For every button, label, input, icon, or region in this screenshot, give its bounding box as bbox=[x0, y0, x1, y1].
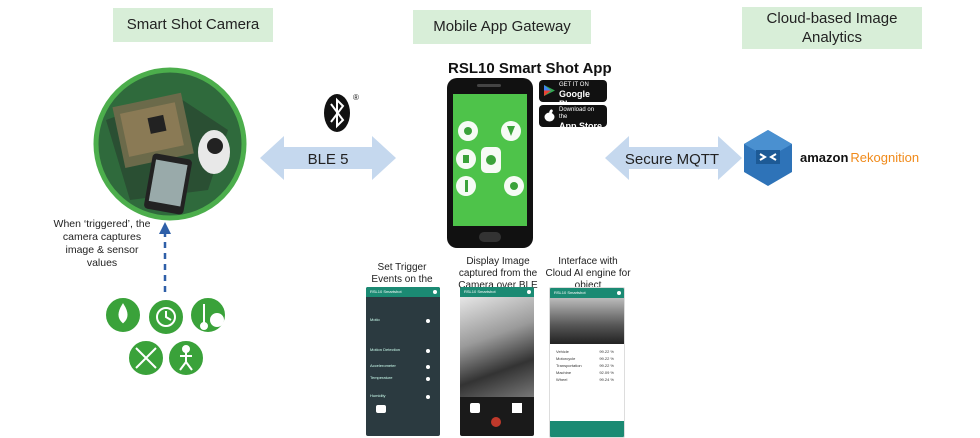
google-play-icon bbox=[544, 85, 555, 96]
camera-photo-circle bbox=[93, 67, 247, 221]
toggle[interactable] bbox=[426, 377, 430, 381]
motion-icon bbox=[167, 339, 205, 377]
result-pct: 92.09 % bbox=[599, 370, 614, 375]
screenshot-captured-image: RSL10 Smartshot bbox=[460, 287, 534, 436]
camera-icon[interactable] bbox=[376, 405, 386, 413]
screenshot-triggers: RSL10 Smartshot Motio Motion Detection A… bbox=[366, 287, 440, 436]
app-bar-title: RSL10 Smartshot bbox=[554, 290, 586, 295]
result-row: Machine 92.09 % bbox=[550, 369, 624, 376]
result-label: Motorcycle bbox=[556, 356, 576, 361]
google-play-big: Google Play bbox=[559, 89, 590, 109]
trigger-label: Accelerometer bbox=[370, 363, 396, 368]
qr-button[interactable] bbox=[512, 403, 522, 413]
caption-display: Display Image captured from the Camera o… bbox=[458, 256, 538, 291]
google-play-small: GET IT ON bbox=[559, 82, 589, 88]
app-store-badge[interactable]: Download on the App Store bbox=[539, 105, 607, 131]
capture-button[interactable] bbox=[491, 417, 501, 427]
trigger-label: Temperature bbox=[370, 375, 393, 380]
trigger-label: Motio bbox=[370, 317, 380, 322]
app-bar-title: RSL10 Smartshot bbox=[464, 289, 496, 294]
header-camera: Smart Shot Camera bbox=[113, 8, 273, 42]
photo-button[interactable] bbox=[470, 403, 480, 413]
screenshot-cloud-results: RSL10 Smartshot Vehicle 99.22 % Motorcycl… bbox=[549, 287, 625, 438]
toggle[interactable] bbox=[426, 319, 430, 323]
result-row: Transportation 99.22 % bbox=[550, 362, 624, 369]
app-store-small: Download on the bbox=[559, 107, 595, 120]
phone-illustration bbox=[447, 78, 533, 248]
trigger-row[interactable]: Accelerometer bbox=[370, 363, 436, 377]
app-bar: RSL10 Smartshot bbox=[460, 287, 534, 297]
apple-icon bbox=[544, 109, 555, 122]
google-play-badge[interactable]: GET IT ON Google Play bbox=[539, 80, 607, 109]
result-label: Transportation bbox=[556, 363, 582, 368]
app-bar-title: RSL10 Smartshot bbox=[370, 289, 402, 294]
captured-photo bbox=[460, 297, 534, 397]
registered-mark: ® bbox=[353, 93, 359, 102]
rekognition-text: Rekognition bbox=[850, 150, 920, 165]
trigger-row[interactable]: Humidity bbox=[370, 393, 436, 407]
trigger-row[interactable]: Motio bbox=[370, 317, 436, 331]
trigger-dashed-arrow bbox=[159, 222, 171, 292]
result-row: Motorcycle 99.22 % bbox=[550, 355, 624, 362]
accelerometer-icon bbox=[127, 339, 165, 377]
ble-label: BLE 5 bbox=[308, 151, 349, 168]
settings-icon bbox=[617, 291, 621, 295]
result-pct: 99.24 % bbox=[599, 377, 614, 382]
settings-icon bbox=[433, 290, 437, 294]
result-row: Vehicle 99.22 % bbox=[550, 348, 624, 355]
app-store-big: App Store bbox=[559, 121, 603, 131]
toggle[interactable] bbox=[426, 365, 430, 369]
app-bar: RSL10 Smartshot bbox=[366, 287, 440, 297]
header-gateway: Mobile App Gateway bbox=[413, 10, 591, 44]
clock-icon bbox=[147, 298, 185, 336]
ble-arrow bbox=[260, 136, 396, 180]
result-pct: 99.22 % bbox=[599, 356, 614, 361]
humidity-icon bbox=[104, 296, 142, 334]
result-label: Vehicle bbox=[556, 349, 569, 354]
mqtt-arrow bbox=[605, 136, 742, 180]
trigger-label: Motion Detection bbox=[370, 347, 401, 352]
result-label: Wheel bbox=[556, 377, 568, 382]
amazon-text: amazon bbox=[800, 150, 849, 165]
result-pct: 99.22 % bbox=[599, 363, 614, 368]
temperature-icon bbox=[189, 296, 227, 334]
header-cloud: Cloud-based Image Analytics bbox=[742, 7, 922, 49]
trigger-row[interactable]: Temperature bbox=[370, 375, 436, 389]
result-pct: 99.22 % bbox=[599, 349, 614, 354]
result-label: Machine bbox=[556, 370, 572, 375]
toggle[interactable] bbox=[426, 349, 430, 353]
mqtt-label: Secure MQTT bbox=[625, 151, 719, 168]
toggle[interactable] bbox=[426, 395, 430, 399]
camera-trigger-note: When ‘triggered’, the camera captures im… bbox=[53, 218, 151, 269]
app-bar: RSL10 Smartshot bbox=[550, 288, 624, 298]
trigger-label: Humidity bbox=[370, 393, 386, 398]
bottom-bar bbox=[550, 421, 624, 437]
amazon-rekognition-icon bbox=[744, 130, 792, 186]
settings-icon bbox=[527, 290, 531, 294]
trigger-row[interactable]: Motion Detection bbox=[370, 347, 436, 361]
classified-photo bbox=[550, 298, 624, 344]
result-row: Wheel 99.24 % bbox=[550, 376, 624, 383]
app-title: RSL10 Smart Shot App bbox=[448, 60, 612, 77]
bluetooth-icon bbox=[324, 94, 350, 132]
